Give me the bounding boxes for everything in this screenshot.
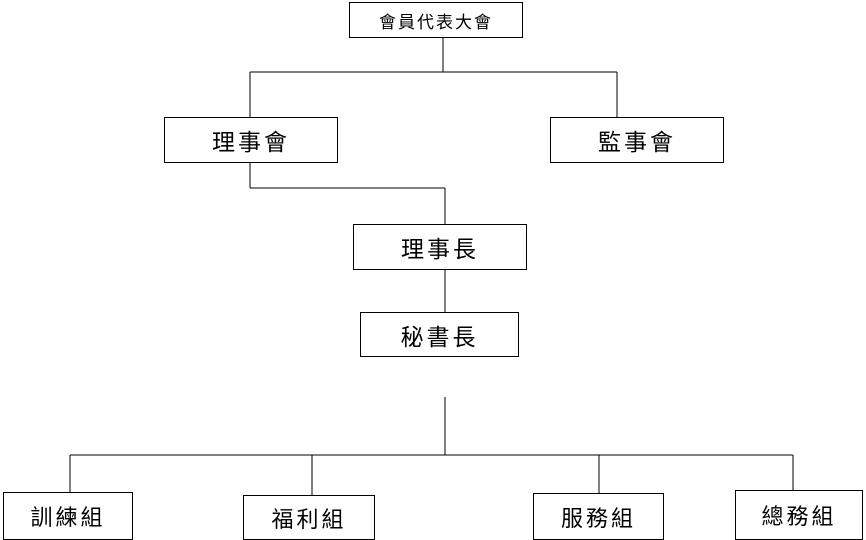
group-box-general-affairs: 總務組 [735, 490, 863, 540]
group-box-training: 訓練組 [3, 492, 133, 540]
group-box-welfare: 福利組 [243, 495, 375, 540]
secretary-general-box: 秘書長 [360, 312, 519, 357]
chairman-box: 理事長 [353, 224, 527, 270]
supervisors-box: 監事會 [550, 117, 724, 163]
assembly-box: 會員代表大會 [349, 2, 523, 38]
board-box: 理事會 [164, 117, 338, 163]
group-box-service: 服務組 [533, 493, 664, 540]
